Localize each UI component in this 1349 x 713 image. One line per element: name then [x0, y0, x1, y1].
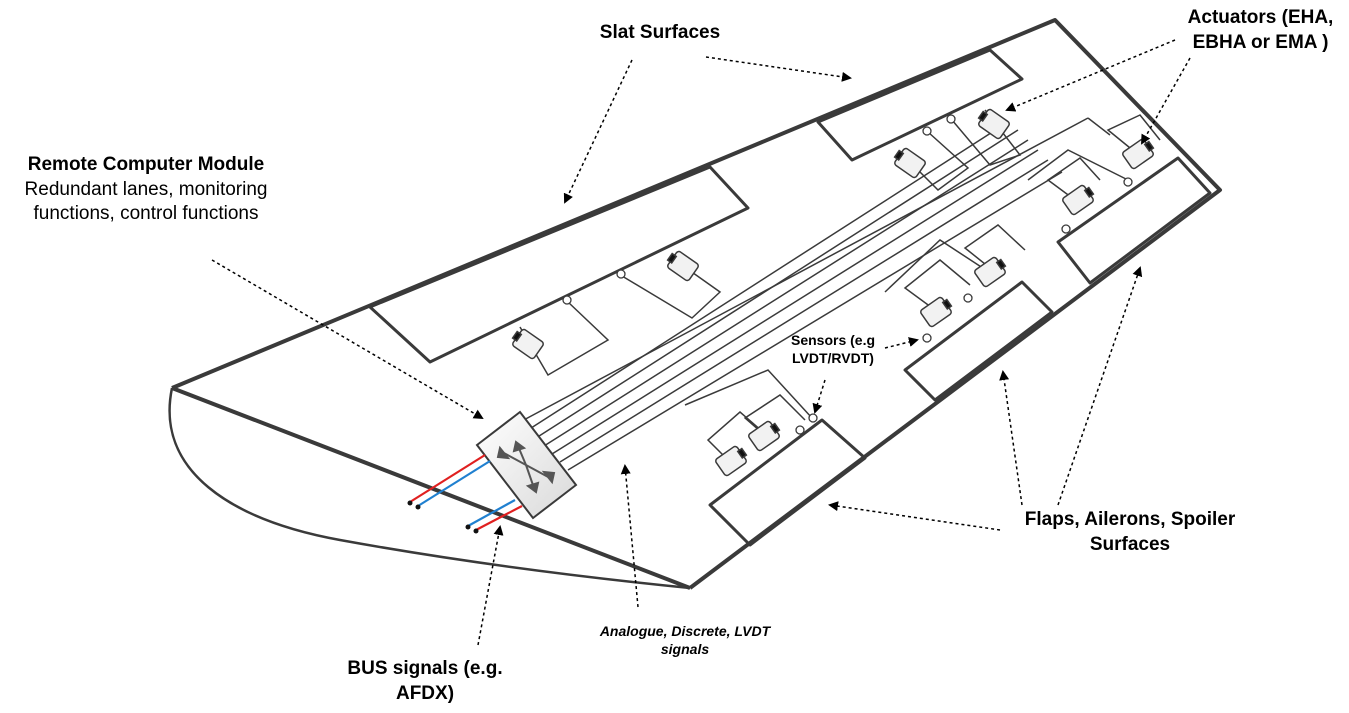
- flap-surface-3: [1056, 156, 1212, 285]
- actuator: [977, 108, 1010, 140]
- actuator-arrow-2: [1141, 57, 1191, 145]
- flaps-text-line1: Flaps, Ailerons, Spoiler: [1024, 509, 1236, 530]
- flaps-arrow-2: [999, 370, 1023, 506]
- sensors-label: Sensors (e.g LVDT/RVDT): [768, 331, 898, 367]
- bus-signals-text-line1: BUS signals (e.g.: [347, 658, 503, 679]
- slat-arrow-right: [705, 56, 852, 82]
- sensor: [795, 425, 805, 435]
- slat-surfaces: [368, 48, 1024, 364]
- actuator: [893, 147, 926, 179]
- bus-signals-label: BUS signals (e.g. AFDX): [345, 657, 505, 706]
- slat-surfaces-label: Slat Surfaces: [540, 21, 780, 46]
- flaps-text-line2: Surfaces: [1089, 533, 1171, 555]
- flap-surface-2: [903, 280, 1054, 402]
- sensors: [562, 114, 1133, 435]
- bus-wires: [409, 454, 523, 531]
- rcm-arrow: [211, 259, 484, 420]
- slat-surface-1: [368, 165, 750, 364]
- sensors-text-line1: Sensors (e.g: [790, 332, 876, 348]
- analogue-signals-text-line2: signals: [660, 641, 710, 658]
- pointer-arrows: [211, 39, 1191, 646]
- actuator: [715, 445, 748, 477]
- remote-computer-module-label: Remote Computer Module Redundant lanes, …: [0, 153, 292, 227]
- wing-tip-fairing: [168, 387, 691, 590]
- slat-surface-2: [816, 48, 1024, 162]
- actuator: [974, 256, 1007, 288]
- sensor: [616, 269, 626, 279]
- bus-signals-text-line2: AFDX): [395, 682, 455, 704]
- actuators-text-line1: Actuators (EHA,: [1187, 7, 1334, 28]
- sensor: [946, 114, 956, 124]
- analogue-signals-text-line1: Analogue, Discrete, LVDT: [599, 623, 771, 639]
- actuator: [748, 420, 781, 452]
- remote-computer-module-title: Remote Computer Module: [27, 154, 265, 175]
- wing-outline: [171, 18, 1222, 590]
- actuators-label: Actuators (EHA, EBHA or EMA ): [1168, 6, 1349, 55]
- sensor: [1061, 224, 1071, 234]
- actuator: [1062, 184, 1095, 216]
- flaps-label: Flaps, Ailerons, Spoiler Surfaces: [1000, 508, 1260, 557]
- actuators: [511, 108, 1155, 477]
- analogue-signals-label: Analogue, Discrete, LVDT signals: [545, 622, 825, 658]
- sensor: [808, 413, 818, 423]
- actuators-text-line2: EBHA or EMA ): [1192, 31, 1329, 53]
- actuator-arrow-1: [1005, 39, 1176, 112]
- remote-computer-module-desc-line1: Redundant lanes, monitoring: [24, 178, 268, 200]
- actuator: [1122, 138, 1155, 170]
- bus-wire-ends: [407, 500, 479, 534]
- flap-surfaces: [708, 156, 1212, 547]
- flaps-arrow-1: [828, 501, 1001, 531]
- sensors-text-line2: LVDT/RVDT): [792, 350, 874, 367]
- sensor: [922, 333, 932, 343]
- remote-computer-module-desc-line2: functions, control functions: [33, 203, 259, 225]
- slat-surfaces-text: Slat Surfaces: [599, 22, 721, 43]
- remote-computer-module: [475, 410, 578, 520]
- sensors-arrow-2: [812, 379, 826, 414]
- sensor: [1123, 177, 1133, 187]
- signal-harness: [519, 117, 1111, 471]
- actuator: [666, 250, 699, 282]
- actuator-linkages: [519, 109, 1161, 461]
- flap-surface-1: [708, 418, 867, 547]
- sensor: [562, 295, 572, 305]
- bus-arrow: [477, 525, 504, 646]
- slat-arrow-left: [563, 59, 633, 204]
- sensor: [963, 293, 973, 303]
- sensor: [922, 126, 932, 136]
- actuator: [920, 296, 953, 328]
- actuator: [511, 328, 544, 360]
- analogue-arrow: [620, 464, 639, 608]
